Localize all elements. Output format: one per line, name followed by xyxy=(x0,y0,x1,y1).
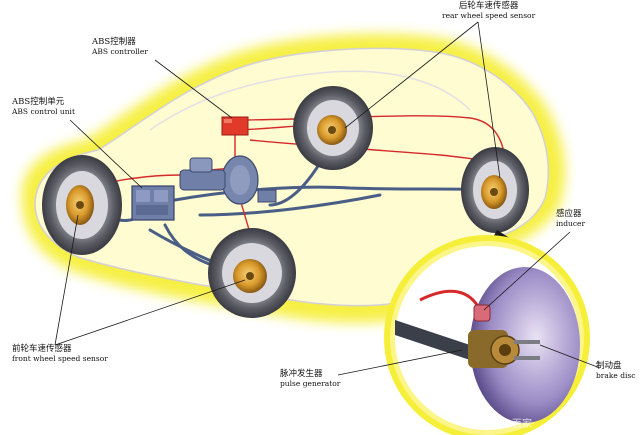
label-inducer: 感应器 inducer xyxy=(556,209,586,228)
label-brake-disc: 制动盘 brake disc xyxy=(596,361,636,380)
wheel-rear-right xyxy=(461,147,529,233)
car-body-glow xyxy=(21,33,565,323)
label-rear-wheel-speed-sensor-zh: 后轮车速传感器 xyxy=(458,1,519,11)
abs-controller-box xyxy=(221,116,249,136)
label-brake-disc-en: brake disc xyxy=(596,370,636,380)
label-front-wheel-speed-sensor-zh: 前轮车速传感器 xyxy=(12,344,72,354)
label-pulse-generator-zh: 脉冲发生器 xyxy=(280,369,323,379)
label-abs-controller-en: ABS controller xyxy=(92,46,148,56)
label-pulse-generator-en: pulse generator xyxy=(280,378,341,388)
label-front-wheel-speed-sensor-en: front wheel speed sensor xyxy=(12,353,108,363)
sensor-detail-view xyxy=(384,235,590,435)
label-abs-control-unit-zh: ABS控制单元 xyxy=(12,97,65,107)
label-abs-control-unit: ABS控制单元 ABS control unit xyxy=(12,97,75,116)
wheel-front-left xyxy=(42,155,122,255)
label-rear-wheel-speed-sensor: 后轮车速传感器 rear wheel speed sensor xyxy=(442,1,536,20)
label-abs-control-unit-en: ABS control unit xyxy=(12,106,75,116)
wheel-front-right xyxy=(208,228,296,318)
label-brake-disc-zh: 制动盘 xyxy=(596,361,622,371)
label-rear-wheel-speed-sensor-en: rear wheel speed sensor xyxy=(442,10,536,20)
wheel-rear-left xyxy=(293,86,373,170)
leader-lines xyxy=(54,21,601,376)
brake-booster xyxy=(179,155,277,205)
abs-control-unit xyxy=(131,185,175,221)
label-inducer-en: inducer xyxy=(556,218,586,228)
watermark: 百家 xyxy=(512,419,532,430)
label-inducer-zh: 感应器 xyxy=(556,209,582,219)
label-front-wheel-speed-sensor: 前轮车速传感器 front wheel speed sensor xyxy=(12,344,108,363)
label-abs-controller: ABS控制器 ABS controller xyxy=(92,37,148,56)
label-abs-controller-zh: ABS控制器 xyxy=(92,37,136,47)
label-pulse-generator: 脉冲发生器 pulse generator xyxy=(280,369,341,388)
